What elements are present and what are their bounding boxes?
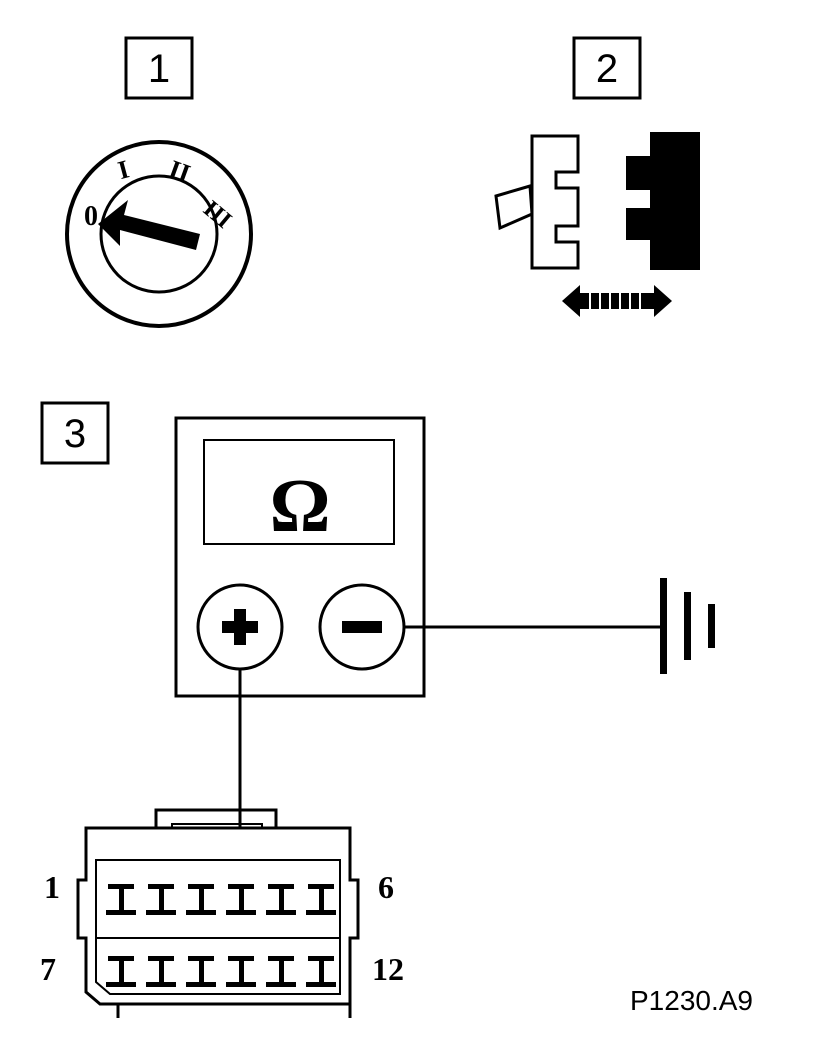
step-2-badge: 2	[572, 36, 642, 100]
ignition-position-0-label: 0	[84, 201, 98, 232]
pin-row-bottom	[106, 956, 336, 987]
ohm-symbol: Ω	[270, 464, 331, 548]
step-1-number: 1	[148, 47, 170, 91]
step-3-number: 3	[64, 412, 86, 456]
pin-2	[146, 884, 176, 915]
pin-9	[186, 956, 216, 987]
pin-11	[266, 956, 296, 987]
pin-label-top-right: 6	[378, 869, 394, 905]
pin-label-bottom-right: 12	[372, 951, 404, 987]
figure-reference-code: P1230.A9	[630, 985, 753, 1016]
ignition-switch-icon: 0 I II III	[65, 140, 253, 328]
pin-4	[226, 884, 256, 915]
pin-3	[186, 884, 216, 915]
pin-5	[266, 884, 296, 915]
pin-12	[306, 956, 336, 987]
pin-row-top	[106, 884, 336, 915]
pin-1	[106, 884, 136, 915]
pin-8	[146, 956, 176, 987]
ground-icon	[660, 578, 715, 674]
pin-6	[306, 884, 336, 915]
pin-7	[106, 956, 136, 987]
pin-label-top-left: 1	[44, 869, 60, 905]
step-2-number: 2	[596, 47, 618, 91]
step-3-badge: 3	[40, 401, 110, 465]
connector-disconnect-icon	[494, 132, 700, 317]
step-1-badge: 1	[124, 36, 194, 100]
ohmmeter: Ω	[174, 416, 426, 698]
minus-icon	[342, 621, 382, 633]
pin-label-bottom-left: 7	[40, 951, 56, 987]
pin-10	[226, 956, 256, 987]
